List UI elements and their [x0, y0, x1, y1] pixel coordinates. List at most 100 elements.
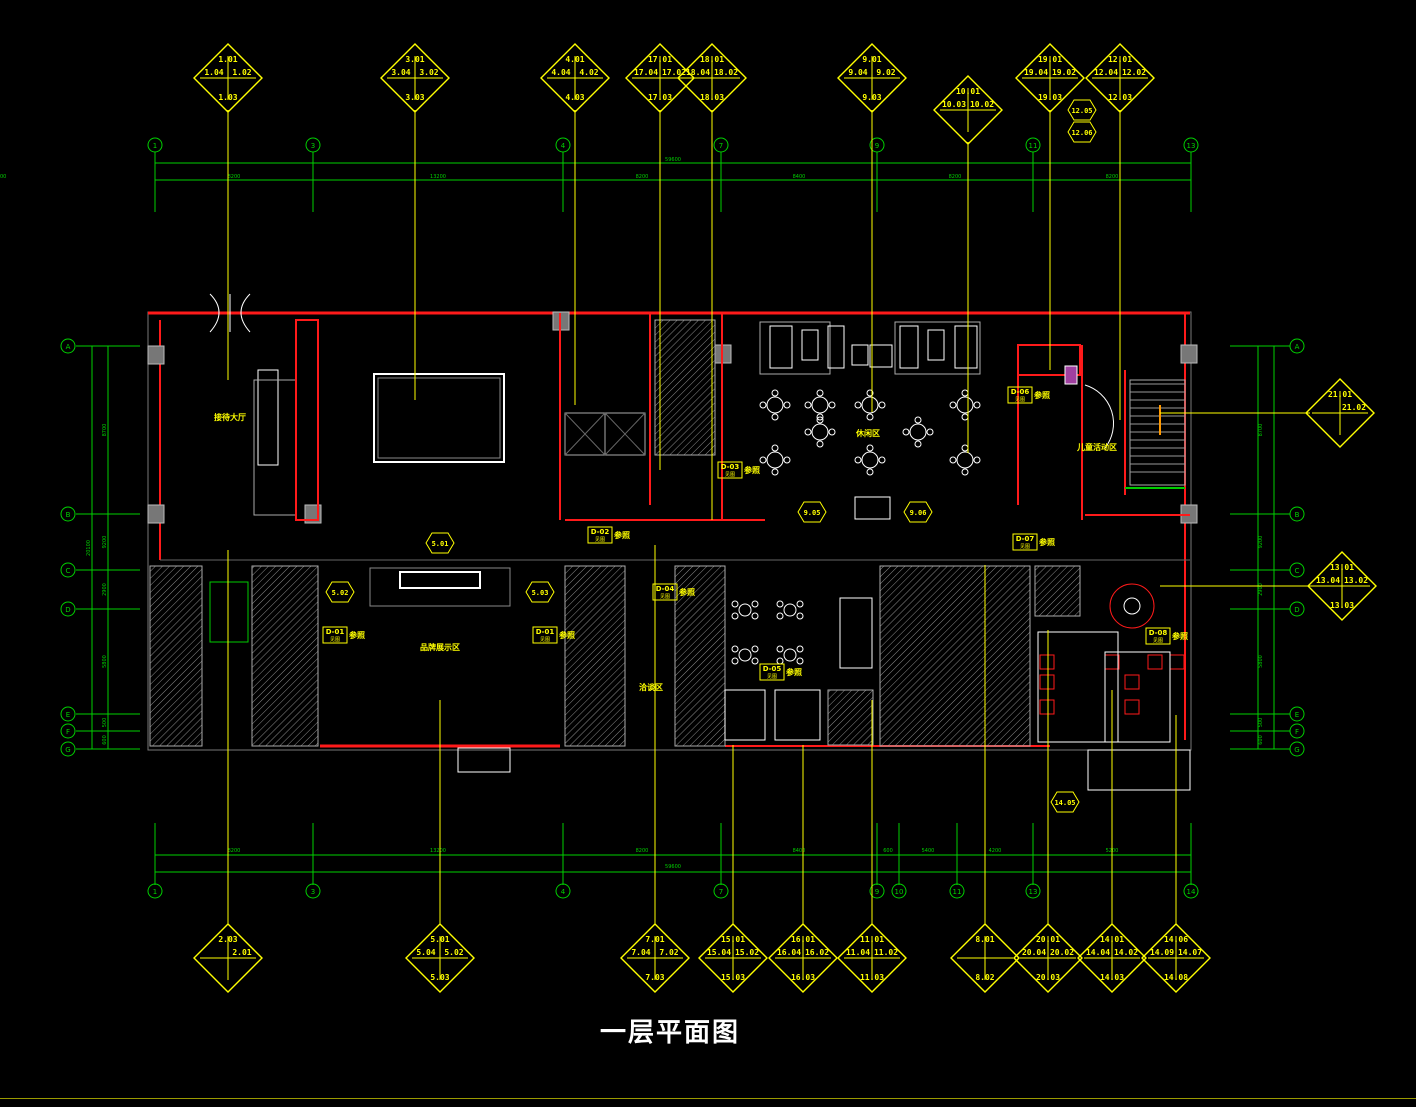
grid-label-top: 11: [1029, 142, 1038, 150]
grid-label-right: A: [1295, 343, 1300, 351]
cafe-table: [766, 451, 784, 469]
grid-label-bottom: 9: [875, 888, 879, 896]
dim-text-right: 8700: [1258, 424, 1264, 437]
callout-see: 见图: [767, 674, 777, 680]
grid-bubble-right: [1289, 562, 1305, 578]
dim-text-top: 8200: [636, 174, 649, 180]
structural-column: [147, 345, 165, 365]
grid-bubble-bottom: [1183, 883, 1199, 899]
tag-text-right: 9.02: [876, 68, 895, 77]
meeting-chair: [731, 657, 739, 665]
meeting-chair: [731, 645, 739, 653]
cafe-table: [956, 451, 974, 469]
tag-text-right: 12.02: [1122, 68, 1146, 77]
callout-box: [1012, 533, 1038, 551]
round-table: [1109, 583, 1155, 629]
callout-ref-word: 参照: [613, 530, 630, 540]
tag-text-top: 1.01: [218, 55, 237, 64]
tag-text-top: 13.01: [1330, 563, 1354, 572]
cafe-table: [766, 396, 784, 414]
callout-box: [717, 461, 743, 479]
service-core-hatch: [564, 565, 626, 747]
tag-text-left: 7.04: [631, 948, 650, 957]
plan-layer: [147, 293, 1198, 791]
office-desk-2: [774, 689, 821, 741]
tag-diamond: [1307, 551, 1377, 621]
tag-text-left: 12.04: [1094, 68, 1118, 77]
tag-text-bottom: 7.03: [645, 973, 664, 982]
cafe-chair: [961, 468, 969, 476]
callout-see: 见图: [540, 637, 550, 643]
tag-text-top: 3.01: [405, 55, 424, 64]
meeting-chair: [796, 645, 804, 653]
cafe-chair: [804, 401, 812, 409]
cafe-chair: [816, 440, 824, 448]
grid-bubble-left: [60, 562, 76, 578]
dim-text-left: 2900: [102, 583, 108, 596]
callout-see: 见图: [330, 637, 340, 643]
tag-text-right: 1.02: [232, 68, 251, 77]
tag-text-top: 9.01: [862, 55, 881, 64]
grid-label-top: 13: [1187, 142, 1196, 150]
grid-bubble-bottom: [305, 883, 321, 899]
dim-text-top: 8200: [228, 174, 241, 180]
grid-bubble-bottom: [869, 883, 885, 899]
grid-label-left: B: [66, 511, 71, 519]
grid-bubble-bottom: [713, 883, 729, 899]
dim-text-bottom: 4200: [989, 848, 1002, 854]
tag-diamond: [1013, 923, 1083, 993]
dim-text-top: 8200: [1106, 174, 1119, 180]
cafe-chair: [816, 416, 824, 424]
tag-text-right: 18.02: [714, 68, 738, 77]
tag-diamond: [837, 923, 907, 993]
tag-diamond: [540, 43, 610, 113]
grid-label-top: 4: [561, 142, 566, 150]
tag-diamond: [698, 923, 768, 993]
cafe-chair: [878, 401, 886, 409]
callout-ref-word: 参照: [558, 630, 575, 640]
small-tag-hex: [325, 581, 355, 603]
meeting-chair: [751, 645, 759, 653]
tag-text-right: 16.02: [805, 948, 829, 957]
cafe-chair: [866, 468, 874, 476]
grid-label-left: F: [66, 728, 70, 736]
tag-text-right: 13.02: [1344, 576, 1368, 585]
counter-block: [854, 496, 891, 520]
revolving-door: [209, 293, 251, 333]
cafe-table: [909, 423, 927, 441]
callout-see: 见图: [595, 537, 605, 543]
cafe-chair: [949, 456, 957, 464]
tag-text-right: 7.02: [659, 948, 678, 957]
small-tag-text: 5.01: [432, 540, 449, 548]
grid-label-left: E: [66, 711, 70, 719]
tag-text-left: 15.04: [707, 948, 731, 957]
small-tag-text: 12.05: [1071, 107, 1092, 115]
cafe-chair: [759, 456, 767, 464]
cafe-chair: [783, 456, 791, 464]
dim-text-left: 600: [102, 735, 108, 745]
dim-text-bottom: 8400: [793, 848, 806, 854]
structural-column: [147, 504, 165, 524]
meeting-chair: [796, 612, 804, 620]
tag-text-left: 14.09: [1150, 948, 1174, 957]
small-tag-text: 14.05: [1054, 799, 1075, 807]
tag-text-bottom: 11.03: [860, 973, 884, 982]
tag-text-top: 19.01: [1038, 55, 1062, 64]
callout-box: [759, 663, 785, 681]
callout-box: [1145, 627, 1171, 645]
meeting-table: [738, 648, 752, 662]
dim-text-bottom: 8200: [636, 848, 649, 854]
tag-diamond: [677, 43, 747, 113]
tag-text-right: 11.02: [874, 948, 898, 957]
callout-see: 见图: [660, 594, 670, 600]
room-label-children: 儿童活动区: [1076, 442, 1117, 452]
dim-text-top: 8400: [793, 174, 806, 180]
grid-bubble-bottom: [147, 883, 163, 899]
grid-label-bottom: 11: [953, 888, 962, 896]
sofa: [927, 329, 945, 361]
tag-text-left: 5.04: [416, 948, 435, 957]
dim-total-top: 59600: [665, 157, 681, 163]
cafe-chair: [973, 401, 981, 409]
